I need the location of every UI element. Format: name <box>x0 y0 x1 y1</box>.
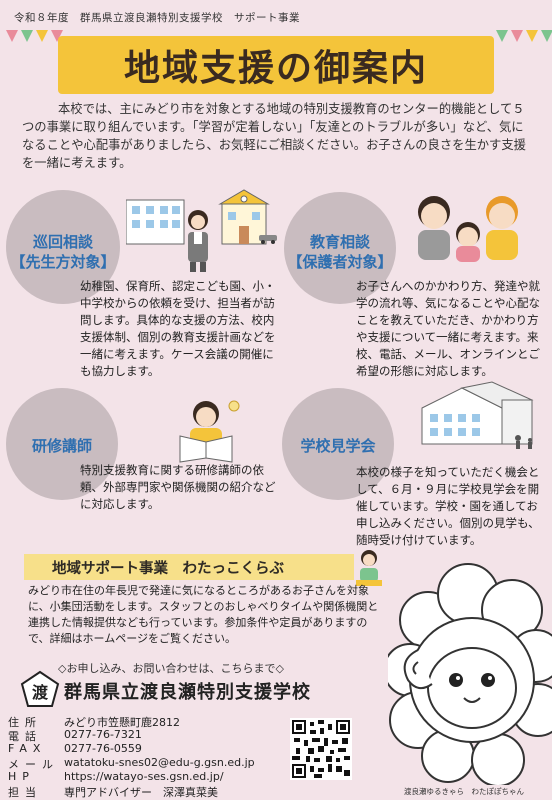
service-title-visit: 巡回相談 【先生方対象】 <box>6 232 120 272</box>
service-title-consult-target: 【保護者対象】 <box>287 253 393 271</box>
service-body-tour: 本校の様子を知っていただく機会として、６月・９月に学校見学会を開催しています。学… <box>356 465 540 547</box>
service-body-consult: お子さんへのかかわり方、発達や就学の流れ等、気になることや心配なことを教えていた… <box>356 279 540 378</box>
service-title-consult: 教育相談 【保護者対象】 <box>282 232 398 272</box>
school-seal-logo: 渡 <box>20 670 60 707</box>
contact-value: みどり市笠懸町鹿2812 <box>64 716 180 729</box>
garland-left-decoration <box>6 30 63 50</box>
support-title-highlight <box>24 554 354 580</box>
school-name: 群馬県立渡良瀬特別支援学校 <box>64 682 311 703</box>
service-circle-tour <box>282 388 394 500</box>
email-link[interactable]: watatoku-snes02@edu-g.gsn.ed.jp <box>64 756 255 769</box>
service-title-visit-main: 巡回相談 <box>32 233 93 251</box>
service-body-training: 特別支援教育に関する研修講師の依頼、外部専門家や関係機関の紹介などに対応します。 <box>80 463 276 511</box>
homepage-link[interactable]: https://watayo-ses.gsn.ed.jp/ <box>64 770 224 783</box>
contact-row-fax: FAX 0277-76-0559 <box>8 742 142 755</box>
seal-character: 渡 <box>32 683 49 702</box>
contact-value: 専門アドバイザー 深澤真菜美 <box>64 786 218 799</box>
title-banner <box>58 36 494 94</box>
service-body-visit: 幼稚園、保育所、認定こども園、小・中学校からの依頼を受け、担当者が訪問します。具… <box>80 279 276 378</box>
service-title-visit-target: 【先生方対象】 <box>10 253 116 271</box>
support-title: 地域サポート事業 わたっこくらぶ <box>52 561 284 577</box>
service-title-consult-main: 教育相談 <box>309 233 370 251</box>
school-building-illustration <box>126 189 270 245</box>
contact-value[interactable]: 0277-76-7321 <box>64 728 142 741</box>
service-circle-training <box>6 388 118 500</box>
service-circle-consult <box>284 192 396 304</box>
service-circle-visit <box>6 190 120 304</box>
family-illustration <box>418 196 518 262</box>
contact-label: 電話 <box>8 730 42 743</box>
mascot-sheep-illustration <box>388 563 552 785</box>
contact-row-address: 住所 みどり市笠懸町鹿2812 <box>8 714 180 730</box>
contact-label: FAX <box>8 742 47 755</box>
contact-row-phone: 電話 0277-76-7321 <box>8 728 142 744</box>
service-title-tour: 学校見学会 <box>300 437 376 455</box>
qr-code[interactable] <box>290 718 352 780</box>
car-illustration <box>259 235 277 244</box>
mascot-caption: 渡良瀬ゆるきゃら わたぽぽちゃん <box>404 787 524 796</box>
contact-row-email: メール watatoku-snes02@edu-g.gsn.ed.jp <box>8 756 255 772</box>
intro-paragraph: 本校では、主にみどり市を対象とする地域の特別支援教育のセンター的機能として５つの… <box>22 102 526 170</box>
garland-right-decoration <box>496 30 552 50</box>
teacher-illustration <box>188 210 208 272</box>
contact-value: 0277-76-0559 <box>64 742 142 755</box>
contact-row-person: 担当 専門アドバイザー 深澤真菜美 <box>8 784 218 800</box>
contact-row-hp: HP https://watayo-ses.gsn.ed.jp/ <box>8 770 224 783</box>
header-line: 令和８年度 群馬県立渡良瀬特別支援学校 サポート事業 <box>14 12 300 24</box>
school-tour-illustration <box>421 381 534 449</box>
drawing-child-illustration <box>356 550 382 586</box>
page-title: 地域支援の御案内 <box>123 48 428 89</box>
contact-label: 担当 <box>8 786 42 799</box>
service-title-training: 研修講師 <box>31 437 92 455</box>
contact-label: 住所 <box>8 716 42 729</box>
support-body: みどり市在住の年長児で発達に気になるところがあるお子さんを対象に、小集団活動をし… <box>28 584 379 645</box>
contact-label: HP <box>8 770 35 783</box>
contact-heading: ◇お申し込み、お問い合わせは、こちらまで◇ <box>58 662 284 675</box>
contact-label: メール <box>8 758 59 771</box>
reading-person-illustration <box>179 400 240 463</box>
